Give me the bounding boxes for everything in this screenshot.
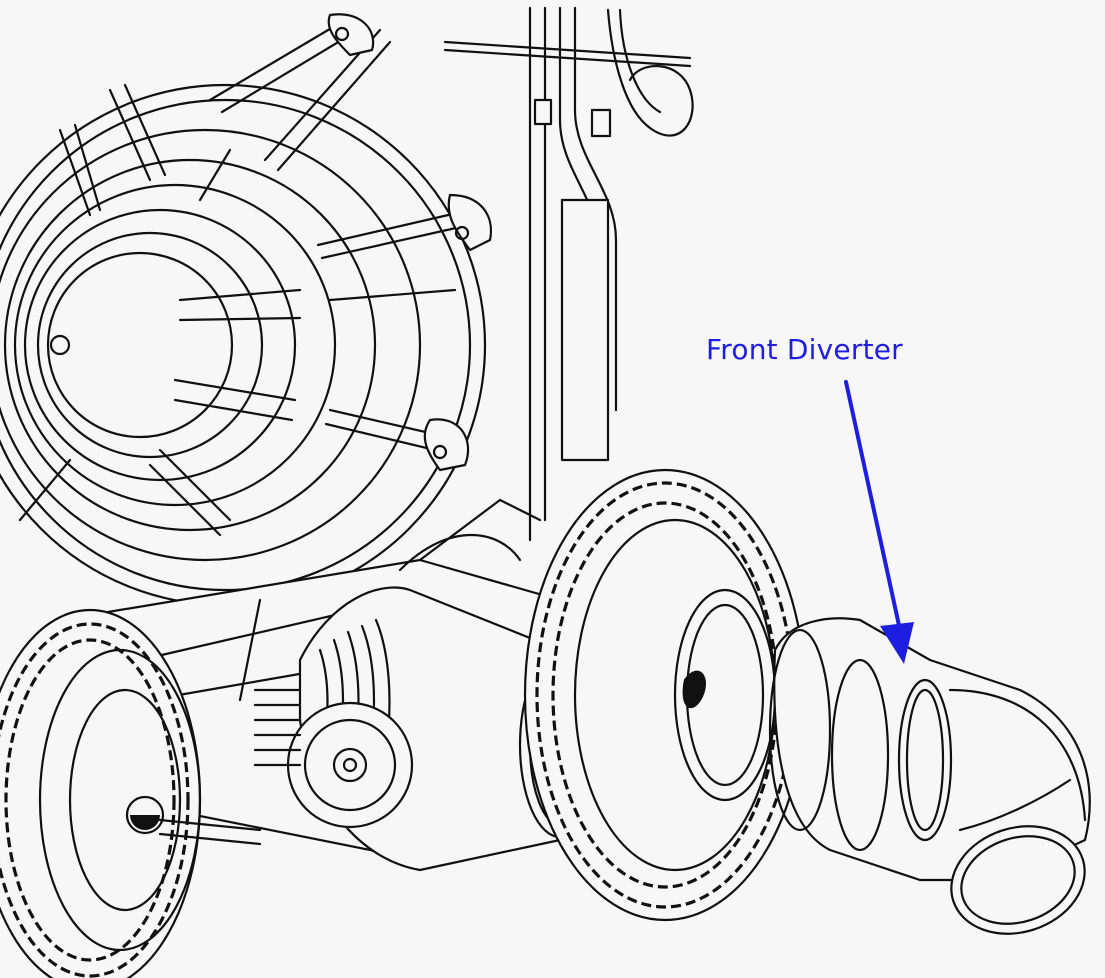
center-tire: [523, 468, 807, 922]
front-diverter-part: [768, 617, 1091, 935]
fan-housing: [0, 13, 493, 607]
handle-frame: [443, 6, 694, 542]
callout-arrow: [844, 380, 914, 664]
left-tire: [0, 608, 262, 978]
callout-label-front-diverter: Front Diverter: [706, 333, 903, 366]
